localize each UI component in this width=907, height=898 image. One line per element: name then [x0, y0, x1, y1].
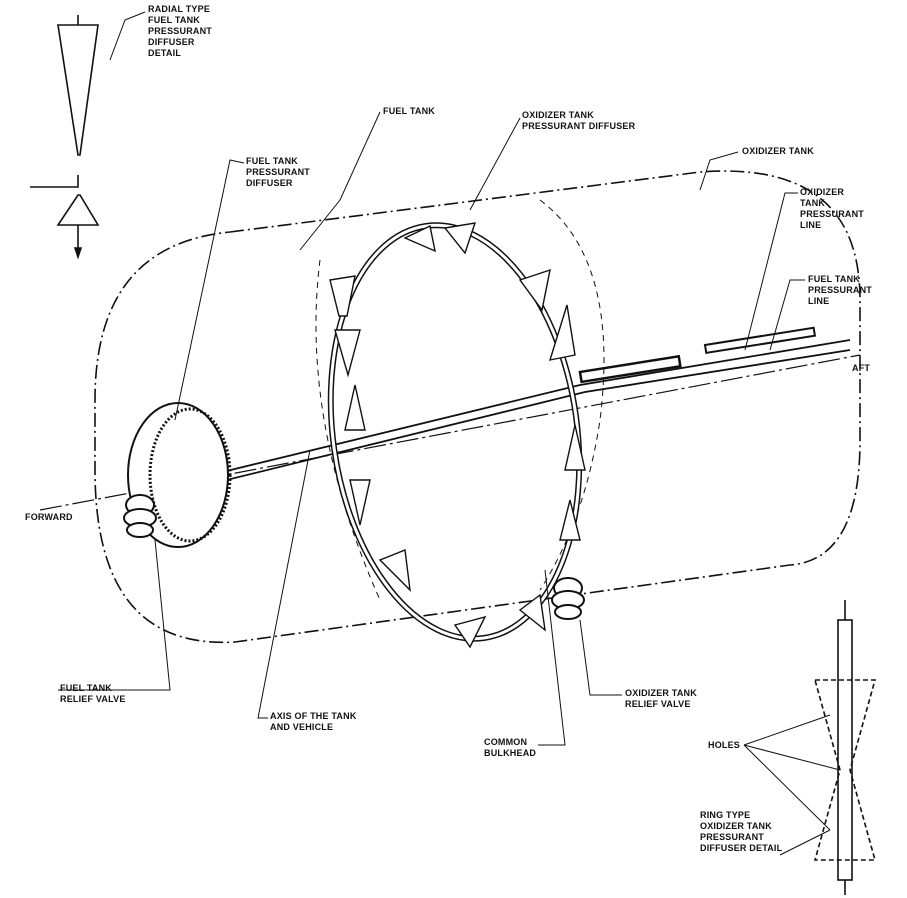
fuel-diffuser-disk: [127, 402, 229, 548]
label-ox-tank: OXIDIZER TANK: [742, 146, 814, 156]
label-holes: HOLES: [708, 740, 741, 750]
label-aft: AFT: [852, 363, 871, 373]
ring-diffuser-detail: [813, 600, 877, 895]
label-fuel-tank: FUEL TANK: [383, 106, 435, 116]
pressurant-lines: [139, 339, 851, 501]
leader-lines: [58, 11, 841, 856]
fuel-relief-valve: [123, 494, 157, 538]
ring-nozzles: [329, 222, 586, 649]
radial-diffuser-detail: [30, 15, 100, 260]
tank-outline: [94, 170, 861, 644]
ox-relief-valve: [551, 577, 585, 620]
label-forward: FORWARD: [25, 512, 73, 522]
